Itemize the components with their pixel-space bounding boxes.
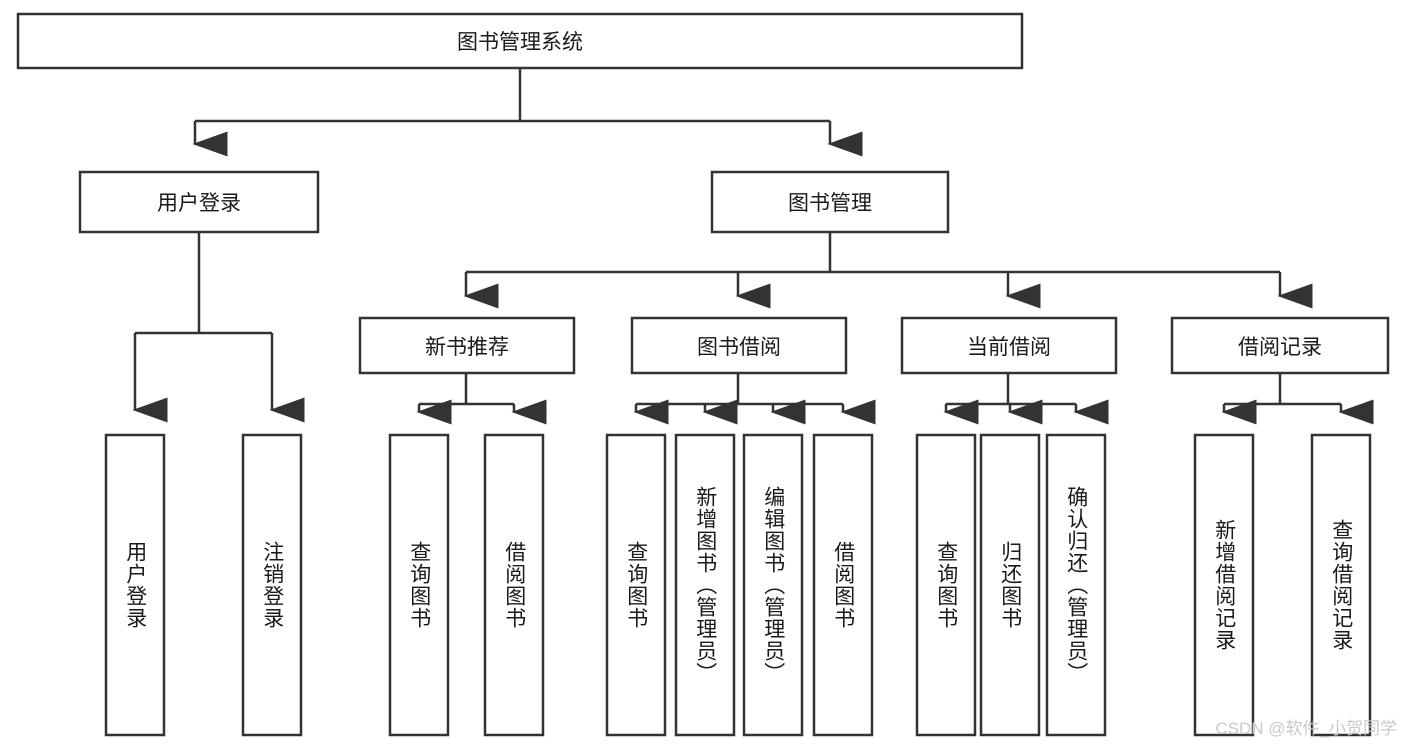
leaf-box-borrow-record-0[interactable] (1193, 433, 1255, 737)
leaf-box-new-book-1[interactable] (483, 433, 545, 737)
leaf-box-new-book-0[interactable] (388, 433, 450, 737)
node-borrow-record-box[interactable] (1170, 316, 1390, 375)
leaf-box-book-borrow-3[interactable] (812, 433, 874, 737)
leaf-box-user-login-1[interactable] (241, 433, 303, 737)
leaf-box-book-borrow-0[interactable] (605, 433, 667, 737)
leaf-box-borrow-record-1[interactable] (1310, 433, 1372, 737)
watermark-text: CSDN @软件_小贺同学 (1215, 719, 1397, 738)
node-user-login-box[interactable] (78, 170, 320, 234)
leaf-box-current-borrow-0[interactable] (915, 433, 977, 737)
node-current-borrow-box[interactable] (900, 316, 1118, 375)
watermark: CSDN @软件_小贺同学 (1215, 714, 1397, 739)
leaf-box-current-borrow-2[interactable] (1045, 433, 1107, 737)
node-book-borrow-box[interactable] (630, 316, 848, 375)
node-new-book-box[interactable] (358, 316, 576, 375)
node-root-box[interactable] (16, 12, 1024, 70)
leaf-box-book-borrow-2[interactable] (742, 433, 804, 737)
leaf-box-current-borrow-1[interactable] (979, 433, 1041, 737)
node-book-manage-box[interactable] (710, 170, 950, 234)
leaf-box-book-borrow-1[interactable] (674, 433, 736, 737)
leaf-box-user-login-0[interactable] (104, 433, 166, 737)
